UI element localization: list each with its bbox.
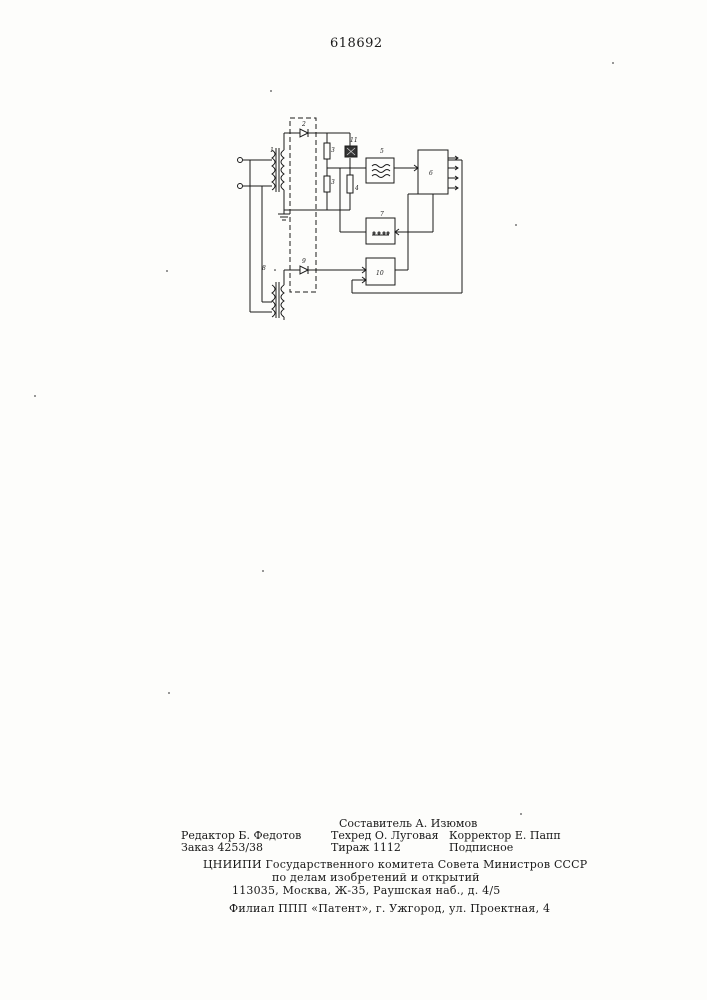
scan-speck [520, 813, 522, 815]
scan-speck [168, 692, 170, 694]
label-10: 10 [376, 270, 384, 277]
address: 113035, Москва, Ж-35, Раушская наб., д. … [232, 884, 500, 897]
label-9: 9 [302, 258, 306, 265]
patent-number: 618692 [330, 36, 383, 51]
circuit-diagram: 1 2 3 4 3 5 6 7 8 9 10 11 [225, 110, 485, 320]
label-6: 6 [429, 170, 433, 177]
resistor-3 [324, 143, 330, 159]
label-1: 1 [270, 147, 274, 154]
scan-speck [515, 224, 517, 226]
label-5b: 3 [331, 179, 335, 186]
indicator-block-7 [366, 218, 395, 244]
circulation: Тираж 1112 [331, 841, 401, 854]
order: Заказ 4253/38 [181, 841, 263, 854]
comparator-block-10 [352, 160, 462, 293]
input-terminals [238, 158, 273, 313]
transformer-8 [272, 269, 300, 320]
org-line-1: ЦНИИПИ Государственного комитета Совета … [203, 858, 587, 871]
upper-rectifier-chain [278, 129, 350, 220]
input-terminal-bottom [238, 184, 243, 189]
label-11: 11 [350, 137, 358, 144]
branch: Филиал ППП «Патент», г. Ужгород, ул. Про… [229, 902, 550, 915]
diode-9 [300, 266, 308, 274]
resistor-5 [324, 176, 330, 192]
org-line-2: по делам изобретений и открытий [272, 871, 480, 884]
label-7: 7 [380, 211, 384, 218]
label-2: 2 [301, 121, 306, 128]
scan-speck [270, 90, 272, 92]
diode-2 [300, 129, 308, 137]
resistor-4 [347, 175, 353, 193]
scan-speck [612, 62, 614, 64]
transformer-1 [262, 148, 284, 192]
diode-9-chain [300, 266, 366, 274]
scan-speck [262, 570, 264, 572]
label-4: 4 [354, 185, 359, 192]
subscription: Подписное [449, 841, 513, 854]
input-terminal-top [238, 158, 243, 163]
label-5: 5 [380, 148, 384, 155]
scan-speck [34, 395, 36, 397]
logic-block-6 [395, 150, 458, 235]
filter-block-5 [350, 158, 418, 183]
dashed-enclosure [290, 118, 316, 292]
label-3: 3 [331, 147, 335, 154]
label-8: 8 [262, 265, 266, 272]
scan-speck [166, 270, 168, 272]
